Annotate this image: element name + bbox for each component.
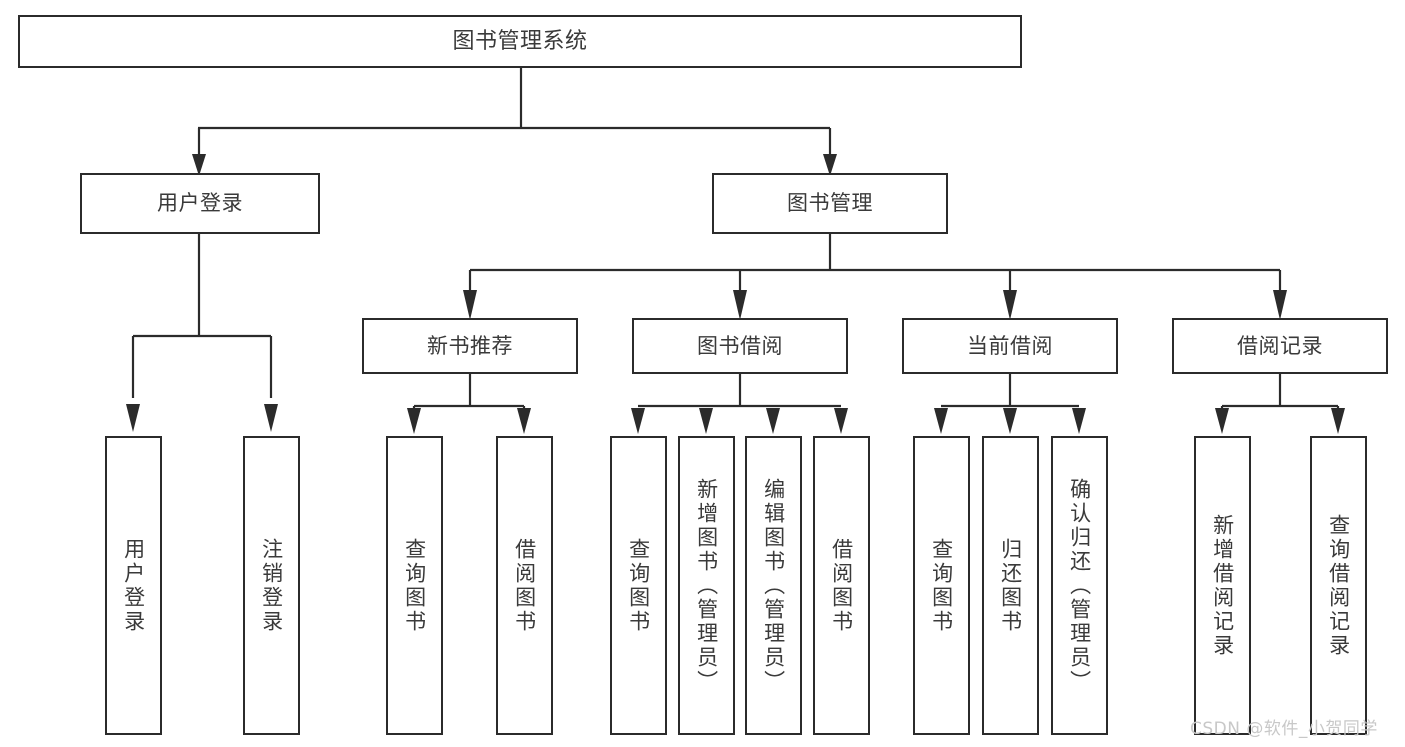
node-leaf-book-borrow-query[interactable]: 查询图书 bbox=[610, 436, 667, 735]
node-root[interactable]: 图书管理系统 bbox=[18, 15, 1022, 68]
arrowhead-leaf-book-borrow-2 bbox=[699, 408, 713, 434]
node-leaf-current-borrow-return[interactable]: 归还图书 bbox=[982, 436, 1039, 735]
node-user-login-label: 用户登录 bbox=[157, 191, 243, 216]
node-current-borrow-label: 当前借阅 bbox=[967, 333, 1053, 358]
arrowhead-level3-4 bbox=[1273, 290, 1287, 320]
node-book-management[interactable]: 图书管理 bbox=[712, 173, 948, 234]
node-book-management-label: 图书管理 bbox=[787, 191, 873, 216]
node-leaf-borrow-record-query[interactable]: 查询借阅记录 bbox=[1310, 436, 1367, 735]
node-leaf-new-book-borrow[interactable]: 借阅图书 bbox=[496, 436, 553, 735]
arrowhead-leaf-borrow-record-1 bbox=[1215, 408, 1229, 434]
arrowhead-leaf-current-borrow-1 bbox=[934, 408, 948, 434]
node-leaf-label: 查询借阅记录 bbox=[1326, 513, 1351, 658]
node-user-login[interactable]: 用户登录 bbox=[80, 173, 320, 234]
node-leaf-current-borrow-confirm[interactable]: 确认归还（管理员） bbox=[1051, 436, 1108, 735]
node-book-borrow-label: 图书借阅 bbox=[697, 333, 783, 358]
node-leaf-label: 新增图书（管理员） bbox=[694, 477, 719, 694]
arrowhead-leaf-borrow-record-2 bbox=[1331, 408, 1345, 434]
node-leaf-label: 新增借阅记录 bbox=[1210, 513, 1235, 658]
node-leaf-user-login-login[interactable]: 用户登录 bbox=[105, 436, 162, 735]
node-leaf-borrow-record-add[interactable]: 新增借阅记录 bbox=[1194, 436, 1251, 735]
arrowhead-leaf-current-borrow-2 bbox=[1003, 408, 1017, 434]
node-leaf-label: 查询图书 bbox=[929, 537, 954, 634]
node-leaf-book-borrow-borrow[interactable]: 借阅图书 bbox=[813, 436, 870, 735]
node-root-label: 图书管理系统 bbox=[452, 28, 588, 54]
node-leaf-current-borrow-query[interactable]: 查询图书 bbox=[913, 436, 970, 735]
node-leaf-user-login-logout[interactable]: 注销登录 bbox=[243, 436, 300, 735]
node-leaf-label: 注销登录 bbox=[259, 537, 284, 634]
arrowhead-level3-2 bbox=[733, 290, 747, 320]
arrowhead-leaf-new-book-2 bbox=[517, 408, 531, 434]
node-book-borrow[interactable]: 图书借阅 bbox=[632, 318, 848, 374]
node-leaf-label: 编辑图书（管理员） bbox=[761, 477, 786, 694]
node-leaf-label: 借阅图书 bbox=[512, 537, 537, 634]
arrowhead-leaf-book-borrow-4 bbox=[834, 408, 848, 434]
node-leaf-label: 归还图书 bbox=[998, 537, 1023, 634]
node-leaf-new-book-query[interactable]: 查询图书 bbox=[386, 436, 443, 735]
node-leaf-label: 借阅图书 bbox=[829, 537, 854, 634]
node-current-borrow[interactable]: 当前借阅 bbox=[902, 318, 1118, 374]
node-new-book-recommend[interactable]: 新书推荐 bbox=[362, 318, 578, 374]
arrowhead-level3-3 bbox=[1003, 290, 1017, 320]
node-borrow-record-label: 借阅记录 bbox=[1237, 333, 1323, 358]
node-leaf-book-borrow-add[interactable]: 新增图书（管理员） bbox=[678, 436, 735, 735]
watermark: CSDN @软件_小贺同学 bbox=[1190, 719, 1378, 739]
arrowhead-leaf-book-borrow-3 bbox=[766, 408, 780, 434]
arrowhead-leaf-new-book-1 bbox=[407, 408, 421, 434]
arrowhead-leaf-book-borrow-1 bbox=[631, 408, 645, 434]
arrowhead-leaf-user-login-1 bbox=[126, 404, 140, 432]
arrowhead-level3-1 bbox=[463, 290, 477, 320]
node-new-book-recommend-label: 新书推荐 bbox=[427, 333, 513, 358]
node-leaf-label: 用户登录 bbox=[121, 537, 146, 634]
node-borrow-record[interactable]: 借阅记录 bbox=[1172, 318, 1388, 374]
arrowhead-leaf-user-login-2 bbox=[264, 404, 278, 432]
node-leaf-label: 查询图书 bbox=[626, 537, 651, 634]
arrowhead-leaf-current-borrow-3 bbox=[1072, 408, 1086, 434]
node-leaf-label: 查询图书 bbox=[402, 537, 427, 634]
node-leaf-label: 确认归还（管理员） bbox=[1067, 477, 1092, 694]
node-leaf-book-borrow-edit[interactable]: 编辑图书（管理员） bbox=[745, 436, 802, 735]
